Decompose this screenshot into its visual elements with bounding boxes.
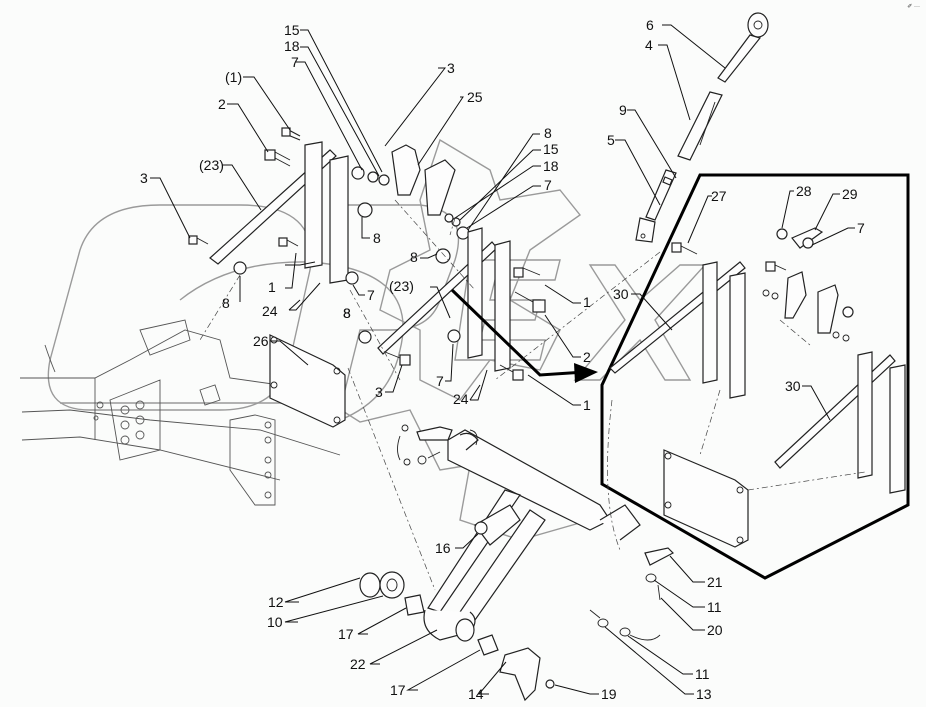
callout-1[interactable]: 1 (583, 294, 591, 310)
callout-24[interactable]: 24 (453, 391, 469, 407)
hitch-frame (423, 429, 641, 642)
callout-leaders (150, 24, 855, 695)
corner-mark: ✐ ··· (907, 4, 920, 10)
callout-20[interactable]: 20 (707, 622, 723, 638)
watermark-gear (379, 138, 582, 401)
callout-23-paren[interactable]: (23) (199, 157, 224, 173)
callout-26[interactable]: 26 (253, 333, 269, 349)
callout-15[interactable]: 15 (543, 141, 559, 157)
callout-3[interactable]: 3 (375, 384, 383, 400)
callout-7[interactable]: 7 (436, 373, 444, 389)
callout-8[interactable]: 8 (410, 249, 418, 265)
callout-30[interactable]: 30 (785, 378, 801, 394)
callout-9[interactable]: 9 (619, 102, 627, 118)
callout-23-paren[interactable]: (23) (389, 278, 414, 294)
callout-18[interactable]: 18 (284, 38, 300, 54)
watermark-x (573, 264, 707, 381)
callout-21[interactable]: 21 (707, 574, 723, 590)
callout-16[interactable]: 16 (435, 540, 451, 556)
callout-1-paren[interactable]: (1) (225, 69, 242, 85)
callout-8[interactable]: 8 (373, 230, 381, 246)
detail-arrow (450, 288, 598, 383)
callout-12[interactable]: 12 (268, 594, 284, 610)
callout-28[interactable]: 28 (796, 183, 812, 199)
callout-17[interactable]: 17 (390, 682, 406, 698)
callout-3[interactable]: 3 (140, 170, 148, 186)
callout-8[interactable]: 8 (222, 295, 230, 311)
callout-7[interactable]: 7 (544, 177, 552, 193)
callout-14[interactable]: 14 (468, 686, 484, 702)
callout-10[interactable]: 10 (267, 614, 283, 630)
callout-8[interactable]: 8 (343, 305, 351, 321)
callout-19[interactable]: 19 (601, 686, 617, 702)
callout-2[interactable]: 2 (218, 96, 226, 112)
callout-6[interactable]: 6 (646, 17, 654, 33)
callout-27[interactable]: 27 (711, 188, 727, 204)
bracket-set-left (188, 127, 470, 344)
watermark (47, 138, 707, 541)
top-link (635, 12, 769, 243)
callout-4[interactable]: 4 (645, 37, 653, 53)
callout-11[interactable]: 11 (695, 666, 710, 682)
callout-labels: (1) 2 (23) 3 15 18 7 3 25 8 1 24 8 7 8 8… (140, 17, 865, 702)
small-hardware (359, 424, 675, 702)
callout-1[interactable]: 1 (583, 397, 591, 413)
callout-15[interactable]: 15 (284, 22, 300, 38)
callout-17[interactable]: 17 (338, 626, 354, 642)
callout-24[interactable]: 24 (262, 303, 278, 319)
callout-30[interactable]: 30 (613, 286, 629, 302)
callout-18[interactable]: 18 (543, 158, 559, 174)
detail-box (600, 173, 910, 580)
callout-8[interactable]: 8 (343, 305, 351, 321)
bracket-set-middle (377, 227, 546, 381)
callout-1[interactable]: 1 (268, 279, 276, 295)
callout-22[interactable]: 22 (350, 656, 366, 672)
tractor-frame (20, 319, 341, 506)
watermark-o (47, 204, 312, 411)
callout-7[interactable]: 7 (857, 220, 865, 236)
callout-25[interactable]: 25 (467, 89, 483, 105)
callout-5[interactable]: 5 (607, 132, 615, 148)
mounting-plate (269, 334, 346, 428)
callout-7[interactable]: 7 (367, 287, 375, 303)
callout-3[interactable]: 3 (447, 60, 455, 76)
callout-11[interactable]: 11 (707, 599, 722, 615)
callout-29[interactable]: 29 (842, 186, 858, 202)
callout-2[interactable]: 2 (583, 349, 591, 365)
callout-7[interactable]: 7 (291, 54, 299, 70)
assembly-lines (199, 199, 866, 591)
callout-8[interactable]: 8 (544, 125, 552, 141)
watermark-e (454, 259, 561, 361)
callout-13[interactable]: 13 (696, 686, 712, 702)
